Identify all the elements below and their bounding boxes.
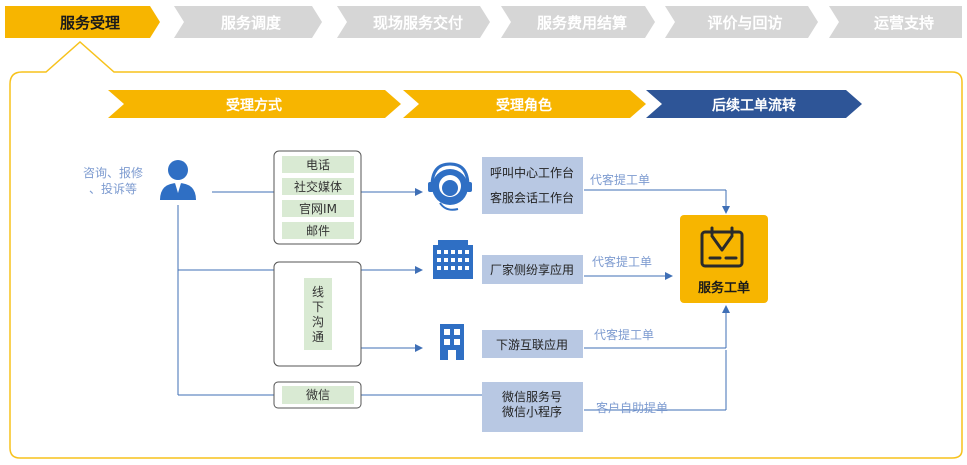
offline-char-2: 下 [312, 300, 324, 314]
work-order-icon [700, 226, 744, 268]
office-icon [440, 324, 464, 360]
edge-label-self-service-order: 客户自助提单 [596, 400, 668, 415]
phase-bar: 受理方式 受理角色 后续工单流转 [108, 90, 862, 118]
headset-icon [428, 162, 472, 211]
svg-text:受理角色: 受理角色 [496, 97, 552, 114]
step-service-dispatch[interactable]: 服务调度 [174, 6, 322, 38]
role-wechat-mini-program: 微信小程序 [502, 404, 562, 419]
step-label: 现场服务交付 [373, 14, 463, 32]
role-call-center-workbench: 呼叫中心工作台 [490, 165, 574, 180]
step-operations-support[interactable]: 运营支持 [829, 6, 962, 38]
offline-char-3: 沟 [312, 315, 324, 329]
channel-wechat: 微信 [306, 388, 330, 402]
step-label: 运营支持 [874, 14, 934, 32]
step-onsite-delivery[interactable]: 现场服务交付 [337, 6, 490, 38]
edge-label-proxy-order-1: 代客提工单 [590, 172, 650, 187]
call-center-role-box: 呼叫中心工作台 客服会话工作台 [482, 157, 583, 214]
channel-email: 邮件 [306, 224, 330, 238]
svg-text:后续工单流转: 后续工单流转 [712, 97, 796, 114]
offline-char-1: 线 [312, 285, 324, 299]
edge-label-proxy-order-3: 代客提工单 [594, 327, 654, 342]
step-label: 服务受理 [60, 14, 120, 32]
vendor-app-role-box: 厂家侧纷享应用 [482, 255, 583, 284]
step-service-acceptance[interactable]: 服务受理 [5, 6, 160, 38]
role-service-chat-workbench: 客服会话工作台 [490, 190, 574, 205]
phase-acceptance-method: 受理方式 [108, 90, 401, 118]
service-work-order-box: 服务工单 [680, 215, 768, 303]
channel-website-im: 官网IM [299, 201, 337, 216]
customer-request-text: 咨询、报修 [83, 165, 143, 180]
step-label: 服务调度 [221, 14, 282, 32]
offline-channel-box: 线 下 沟 通 [273, 261, 362, 367]
step-evaluation-visit[interactable]: 评价与回访 [665, 6, 818, 38]
edge-label-proxy-order-2: 代客提工单 [592, 254, 652, 269]
wechat-apps-role-box: 微信服务号 微信小程序 [482, 382, 583, 432]
role-vendor-app: 厂家侧纷享应用 [490, 262, 574, 277]
phase-work-order-flow: 后续工单流转 [646, 90, 862, 118]
connector-lines [177, 188, 730, 411]
step-label: 评价与回访 [707, 14, 782, 32]
svg-text:受理方式: 受理方式 [226, 97, 282, 114]
online-channels-box: 电话 社交媒体 官网IM 邮件 [273, 150, 362, 245]
offline-char-4: 通 [312, 330, 324, 344]
customer-request-text-2: 、投诉等 [89, 181, 137, 196]
channel-phone: 电话 [306, 158, 330, 172]
target-label: 服务工单 [698, 280, 750, 296]
role-downstream-app: 下游互联应用 [496, 337, 568, 352]
top-step-bar: 服务受理 服务调度 现场服务交付 服务费用结算 评价与回访 运营支持 [5, 6, 962, 38]
building-icon [433, 240, 473, 279]
phase-acceptance-role: 受理角色 [403, 90, 646, 118]
downstream-app-role-box: 下游互联应用 [482, 330, 583, 358]
wechat-channel-box: 微信 [273, 381, 362, 409]
person-icon [160, 160, 196, 200]
step-fee-settlement[interactable]: 服务费用结算 [501, 6, 655, 38]
step-label: 服务费用结算 [537, 14, 627, 32]
main-panel [9, 40, 963, 459]
role-wechat-official-account: 微信服务号 [502, 389, 562, 404]
channel-social-media: 社交媒体 [294, 179, 342, 194]
